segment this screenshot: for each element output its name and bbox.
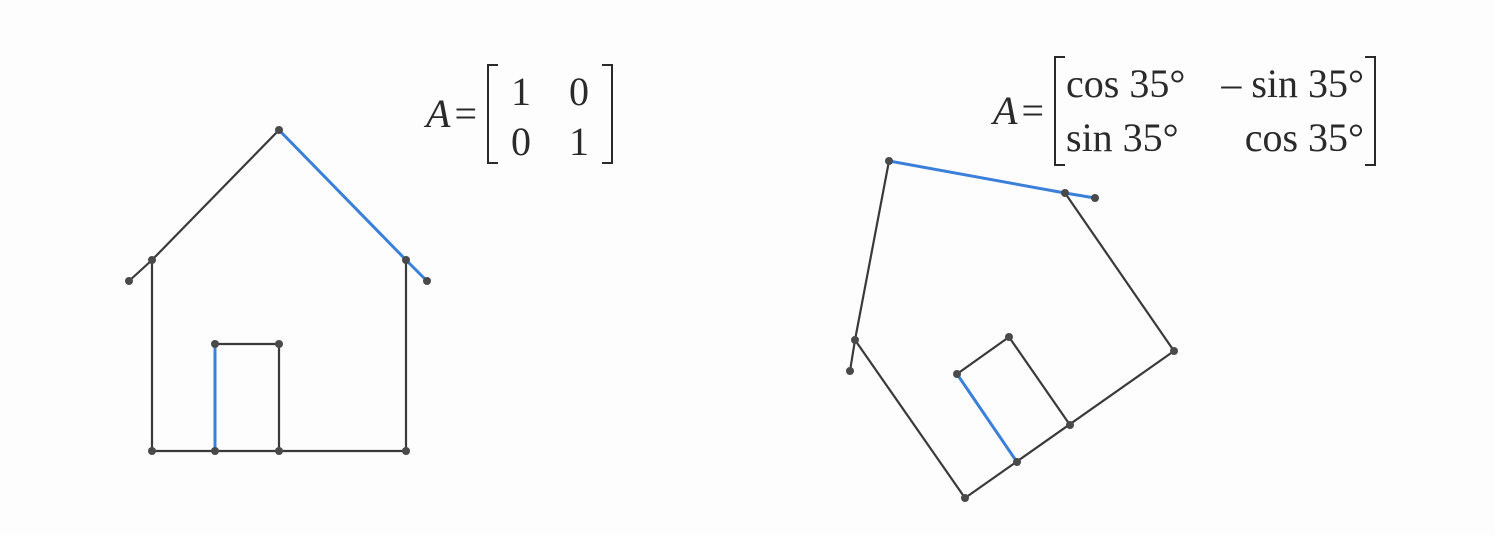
vertex-dot-rotated	[1013, 458, 1021, 466]
equals-sign: =	[454, 91, 477, 136]
vertex-dot-rotated	[851, 336, 859, 344]
rotated-house	[846, 157, 1178, 502]
vertex-dot-rotated	[1091, 194, 1099, 202]
vertex-dot-original	[275, 447, 283, 455]
edge-rotated	[1063, 191, 1176, 353]
edge-original	[127, 258, 154, 283]
edge-rotated	[955, 335, 1011, 376]
matrix-cell: sin 35°	[1066, 115, 1179, 160]
highlighted-edge-rotated	[955, 372, 1019, 464]
vertex-dot-original	[148, 447, 156, 455]
edge-original	[150, 128, 281, 262]
highlighted-edge-original	[277, 128, 408, 262]
edge-rotated	[1007, 335, 1072, 427]
matrix-brackets: cos 35° – sin 35° sin 35° cos 35°	[1054, 56, 1377, 166]
vertex-dot-original	[275, 340, 283, 348]
matrix-cell: 1	[569, 119, 589, 164]
vertex-dot-rotated	[1005, 333, 1013, 341]
vertex-dot-rotated	[1170, 347, 1178, 355]
highlighted-edge-rotated	[887, 159, 1067, 195]
highlighted-edge-rotated	[1063, 191, 1097, 200]
edge-rotated	[848, 338, 857, 373]
equals-sign: =	[1021, 88, 1044, 133]
vertex-dot-rotated	[1061, 189, 1069, 197]
vertex-dot-rotated	[953, 370, 961, 378]
matrix-cell: 1	[511, 69, 531, 114]
edge-rotated	[853, 159, 891, 342]
vertex-dot-original	[211, 340, 219, 348]
vertex-dot-original	[148, 256, 156, 264]
highlighted-edge-original	[404, 258, 429, 283]
vertex-dot-rotated	[846, 367, 854, 375]
vertex-dot-rotated	[961, 494, 969, 502]
matrix-variable: A	[426, 91, 451, 136]
vertex-dot-original	[211, 447, 219, 455]
vertex-dot-original	[402, 447, 410, 455]
vertex-dot-original	[423, 277, 431, 285]
vertex-dot-original	[275, 126, 283, 134]
identity-matrix-equation: A = 1 0 0 1	[426, 64, 613, 164]
vertex-dot-original	[125, 277, 133, 285]
vertex-dot-original	[402, 256, 410, 264]
vertex-dot-rotated	[1066, 421, 1074, 429]
matrix-cell: 0	[569, 69, 589, 114]
matrix-cell: 0	[511, 119, 531, 164]
matrix-variable: A	[993, 88, 1018, 133]
rotation-matrix-equation: A = cos 35° – sin 35° sin 35° cos 35°	[993, 56, 1377, 166]
matrix-brackets: 1 0 0 1	[487, 64, 613, 164]
vertex-dot-rotated	[885, 157, 893, 165]
edge-rotated	[853, 338, 967, 500]
matrix-cell: – sin 35°	[1221, 61, 1365, 106]
matrix-cell: cos 35°	[1066, 61, 1186, 106]
matrix-cell: cos 35°	[1244, 115, 1365, 160]
original-house	[125, 126, 431, 455]
